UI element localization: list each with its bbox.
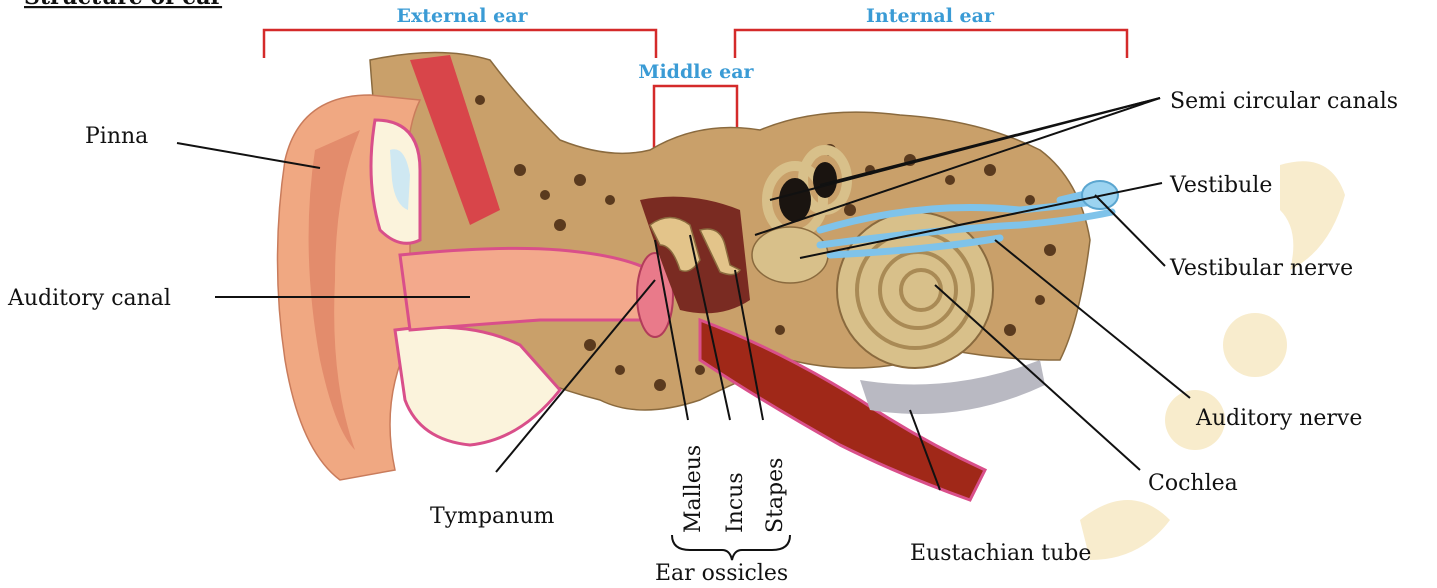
label-stapes: Stapes	[763, 458, 788, 533]
label-eustachian-tube: Eustachian tube	[910, 541, 1091, 566]
label-tympanum: Tympanum	[430, 504, 555, 529]
label-cochlea: Cochlea	[1148, 471, 1238, 496]
label-semi-circular-canals: Semi circular canals	[1170, 89, 1398, 114]
middle-ear-label: Middle ear	[638, 61, 754, 83]
label-auditory-nerve: Auditory nerve	[1195, 406, 1362, 431]
external-ear-label: External ear	[396, 5, 528, 27]
ossicles-brace	[672, 535, 790, 560]
label-vestibular-nerve: Vestibular nerve	[1169, 256, 1353, 281]
label-malleus: Malleus	[681, 445, 706, 533]
label-pinna: Pinna	[85, 124, 148, 149]
auditory-canal-shape	[400, 248, 655, 330]
label-incus: Incus	[723, 472, 748, 533]
label-ear-ossicles: Ear ossicles	[655, 561, 788, 586]
label-auditory-canal: Auditory canal	[7, 286, 171, 311]
ear-illustration	[278, 53, 1119, 501]
internal-ear-bracket	[735, 30, 1127, 58]
internal-ear-label: Internal ear	[866, 5, 995, 27]
diagram-title: Structure of ear	[24, 0, 222, 10]
label-vestibule: Vestibule	[1169, 173, 1272, 198]
